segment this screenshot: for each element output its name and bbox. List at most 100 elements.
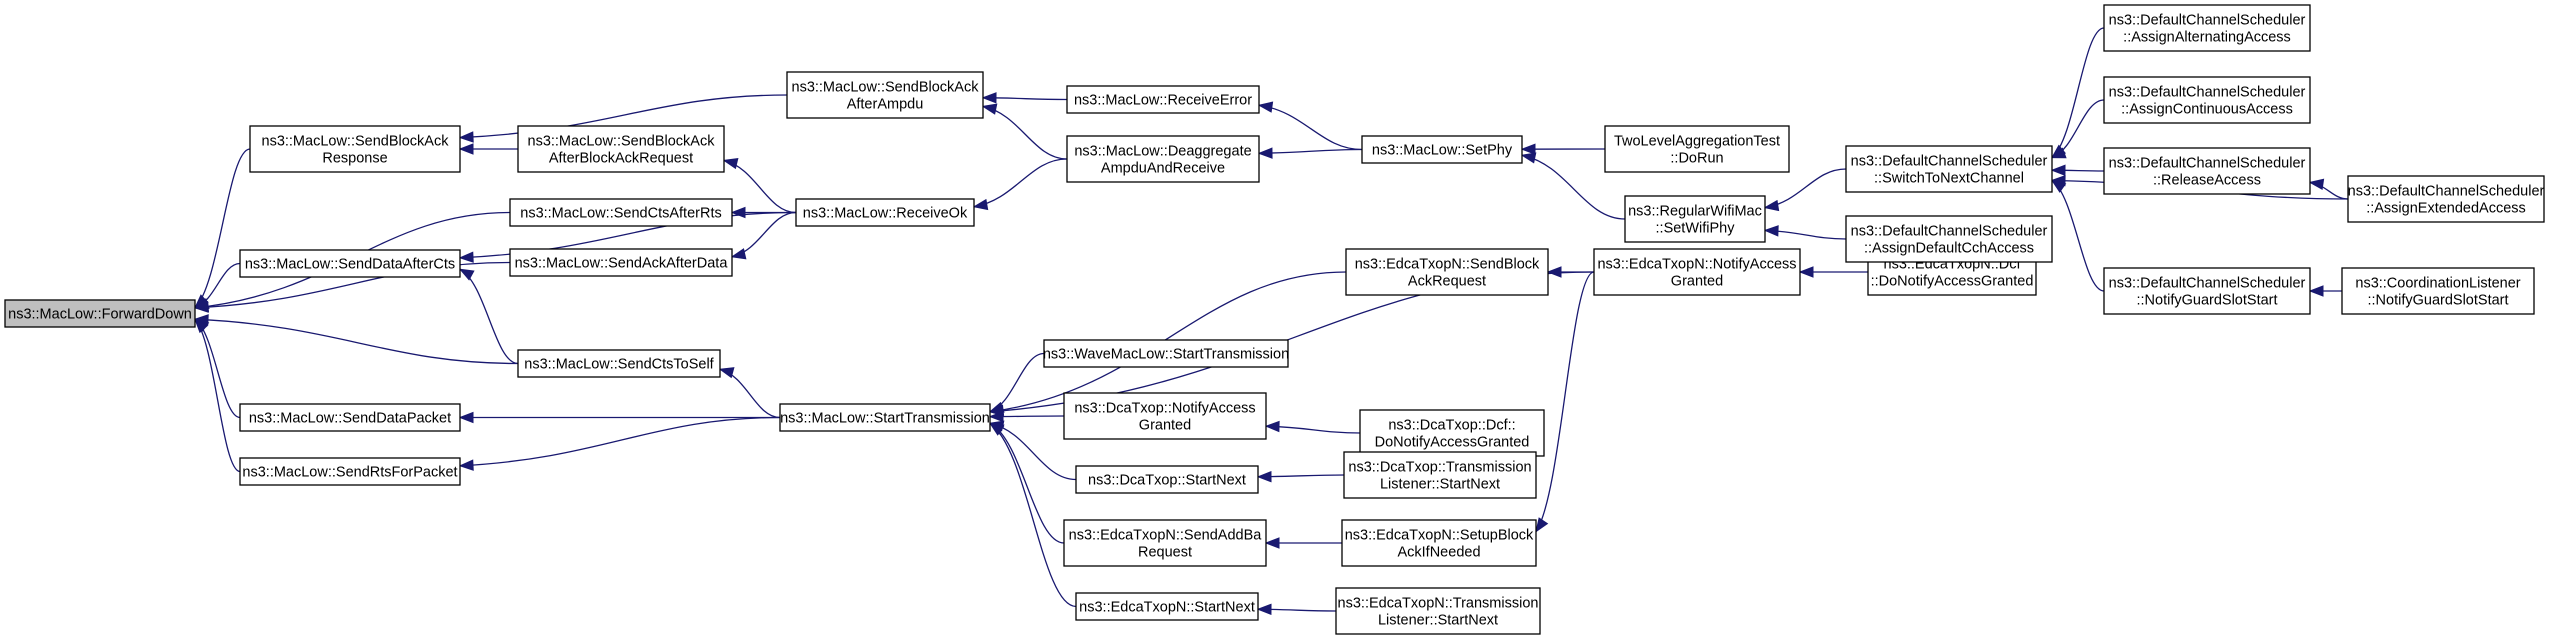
node-sendackafterdata[interactable]: ns3::MacLow::SendAckAfterData (509, 248, 733, 277)
arrowhead-setphy-to-receiveerror (1257, 101, 1274, 113)
node-box-assigncontinuous (2103, 76, 2311, 124)
node-label-dcanotifyaccess-1: Granted (1139, 417, 1191, 433)
arrowhead-notifyguardslot-to-switchtonext (2050, 179, 2067, 193)
node-assignextended[interactable]: ns3::DefaultChannelScheduler::AssignExte… (2347, 175, 2545, 223)
arrowhead-senddataafterctsm-to-forwarddown (193, 298, 210, 310)
node-label-switchtonext-0: ns3::DefaultChannelScheduler (1851, 153, 2048, 169)
node-sendblockackafterbar[interactable]: ns3::MacLow::SendBlockAckAfterBlockAckRe… (517, 125, 725, 173)
node-twolevelaggr[interactable]: TwoLevelAggregationTest::DoRun (1604, 125, 1790, 173)
node-label-coordlistener-0: ns3::CoordinationListener (2355, 275, 2520, 291)
node-label-edcasendblockack-0: ns3::EdcaTxopN::SendBlock (1355, 256, 1540, 272)
arrowhead-edcatxlistener-to-edcastartnext (1256, 603, 1272, 616)
node-releaseaccess[interactable]: ns3::DefaultChannelScheduler::ReleaseAcc… (2103, 147, 2311, 195)
node-label-regularwifimac-0: ns3::RegularWifiMac (1628, 203, 1762, 219)
node-label-assignextended-0: ns3::DefaultChannelScheduler (2348, 183, 2545, 199)
node-box-assignalternating (2103, 4, 2311, 52)
node-box-assigndefaultcch (1845, 215, 2053, 263)
node-dcastartnext[interactable]: ns3::DcaTxop::StartNext (1075, 465, 1259, 494)
node-receiveerror[interactable]: ns3::MacLow::ReceiveError (1066, 85, 1260, 114)
arrowhead-edcanotifyaccess-to-starttransmission (988, 405, 1004, 417)
node-box-dcanotifyaccess (1063, 392, 1267, 440)
node-switchtonext[interactable]: ns3::DefaultChannelScheduler::SwitchToNe… (1845, 145, 2053, 193)
arrowhead-starttransmission-to-sendctstoself (718, 367, 735, 379)
node-box-sendblockackafterampdu (786, 71, 984, 119)
node-dcadonotify[interactable]: ns3::DcaTxop::Dcf::DoNotifyAccessGranted (1359, 409, 1545, 457)
node-assigndefaultcch[interactable]: ns3::DefaultChannelScheduler::AssignDefa… (1845, 215, 2053, 263)
node-label-notifyguardslot-1: ::NotifyGuardSlotStart (2136, 292, 2277, 308)
arrowhead-dcatxlistener-to-dcastartnext (1256, 470, 1272, 483)
node-starttransmission[interactable]: ns3::MacLow::StartTransmission (779, 403, 991, 432)
node-label-sendctstoself-0: ns3::MacLow::SendCtsToSelf (524, 356, 714, 372)
node-label-dcatxlistener-1: Listener::StartNext (1380, 476, 1500, 492)
node-box-notifyguardslot (2103, 267, 2311, 315)
node-regularwifimac[interactable]: ns3::RegularWifiMac::SetWifiPhy (1624, 195, 1766, 243)
node-box-edcasendaddba (1063, 519, 1267, 567)
node-box-edcastartnext (1075, 592, 1259, 621)
node-label-edcasetupblockack-1: AckIfNeeded (1397, 544, 1480, 560)
node-label-notifyguardslot-0: ns3::DefaultChannelScheduler (2109, 275, 2306, 291)
node-label-sendblockackafterbar-0: ns3::MacLow::SendBlockAck (528, 133, 716, 149)
node-label-dcadonotify-1: DoNotifyAccessGranted (1375, 434, 1530, 450)
node-forwarddown[interactable]: ns3::MacLow::ForwardDown (4, 299, 196, 328)
node-assignalternating[interactable]: ns3::DefaultChannelScheduler::AssignAlte… (2103, 4, 2311, 52)
node-senddatapacket[interactable]: ns3::MacLow::SendDataPacket (239, 403, 461, 432)
node-label-twolevelaggr-1: ::DoRun (1670, 150, 1723, 166)
node-assigncontinuous[interactable]: ns3::DefaultChannelScheduler::AssignCont… (2103, 76, 2311, 124)
node-label-forwarddown-0: ns3::MacLow::ForwardDown (8, 306, 192, 322)
edge-setphy-to-receiveerror (1258, 104, 1363, 151)
node-box-setphy (1361, 135, 1523, 164)
node-label-edcasetupblockack-0: ns3::EdcaTxopN::SetupBlock (1345, 527, 1534, 543)
arrowhead-edcastartnext-to-starttransmission (988, 422, 1005, 436)
node-box-sendblockackafterbar (517, 125, 725, 173)
node-label-sendblockackafterbar-1: AfterBlockAckRequest (549, 150, 693, 166)
edge-dcastartnext-to-starttransmission (989, 422, 1077, 481)
node-label-wavestarttx-0: ns3::WaveMacLow::StartTransmission (1043, 346, 1289, 362)
arrowhead-assigndefaultcch-to-regularwifimac (1763, 225, 1779, 237)
edge-edcanotifyaccess-to-edcasetupblockack (1535, 271, 1595, 532)
arrowhead-twolevelaggr-to-setphy (1520, 143, 1536, 155)
arrowhead-coordlistener-to-notifyguardslot (2308, 285, 2324, 297)
node-wavestarttx[interactable]: ns3::WaveMacLow::StartTransmission (1043, 339, 1289, 368)
node-label-edcanotifyaccess-0: ns3::EdcaTxopN::NotifyAccess (1597, 256, 1796, 272)
arrowhead-assignextended-to-releaseaccess (2308, 178, 2325, 191)
node-setphy[interactable]: ns3::MacLow::SetPhy (1361, 135, 1523, 164)
node-edcanotifyaccess[interactable]: ns3::EdcaTxopN::NotifyAccessGranted (1593, 248, 1801, 296)
arrowhead-switchtonext-to-regularwifimac (1763, 199, 1780, 212)
node-label-assigndefaultcch-0: ns3::DefaultChannelScheduler (1851, 223, 2048, 239)
node-edcastartnext[interactable]: ns3::EdcaTxopN::StartNext (1075, 592, 1259, 621)
arrowhead-setphy-to-deaggregate (1257, 147, 1273, 159)
node-label-senddataafterctsm-0: ns3::MacLow::SendDataAfterCts (245, 256, 455, 272)
edge-starttransmission-to-sendctstoself (719, 368, 781, 419)
arrowhead-dcadonotify-to-dcanotifyaccess (1264, 420, 1280, 433)
node-sendctstoself[interactable]: ns3::MacLow::SendCtsToSelf (517, 349, 721, 378)
arrowhead-deaggregate-to-receiveok (972, 198, 989, 211)
node-sendrtsforpacket[interactable]: ns3::MacLow::SendRtsForPacket (239, 457, 461, 486)
edge-sendblockackresponse-to-forwarddown (194, 148, 251, 309)
node-dcanotifyaccess[interactable]: ns3::DcaTxop::NotifyAccessGranted (1063, 392, 1267, 440)
node-box-senddatapacket (239, 403, 461, 432)
node-senddataafterctsm[interactable]: ns3::MacLow::SendDataAfterCts (239, 249, 461, 278)
node-coordlistener[interactable]: ns3::CoordinationListener::NotifyGuardSl… (2341, 267, 2535, 315)
node-notifyguardslot[interactable]: ns3::DefaultChannelScheduler::NotifyGuar… (2103, 267, 2311, 315)
node-box-coordlistener (2341, 267, 2535, 315)
node-box-assignextended (2347, 175, 2545, 223)
node-edcatxlistener[interactable]: ns3::EdcaTxopN::TransmissionListener::St… (1335, 587, 1541, 635)
arrowhead-starttransmission-to-senddatapacket (458, 411, 474, 424)
edge-edcasendblockack-to-starttransmission (989, 271, 1347, 413)
node-box-wavestarttx (1043, 339, 1289, 368)
edge-sendctstoself-to-senddataafterctsm (459, 268, 519, 365)
arrowhead-edcanotifyaccess-to-edcasetupblockack (1535, 517, 1549, 533)
node-sendctsafterrts[interactable]: ns3::MacLow::SendCtsAfterRts (509, 198, 733, 227)
node-dcatxlistener[interactable]: ns3::DcaTxop::TransmissionListener::Star… (1343, 451, 1537, 499)
node-receiveok[interactable]: ns3::MacLow::ReceiveOk (795, 198, 975, 227)
node-label-assignalternating-0: ns3::DefaultChannelScheduler (2109, 12, 2306, 28)
node-label-releaseaccess-1: ::ReleaseAccess (2153, 172, 2261, 188)
